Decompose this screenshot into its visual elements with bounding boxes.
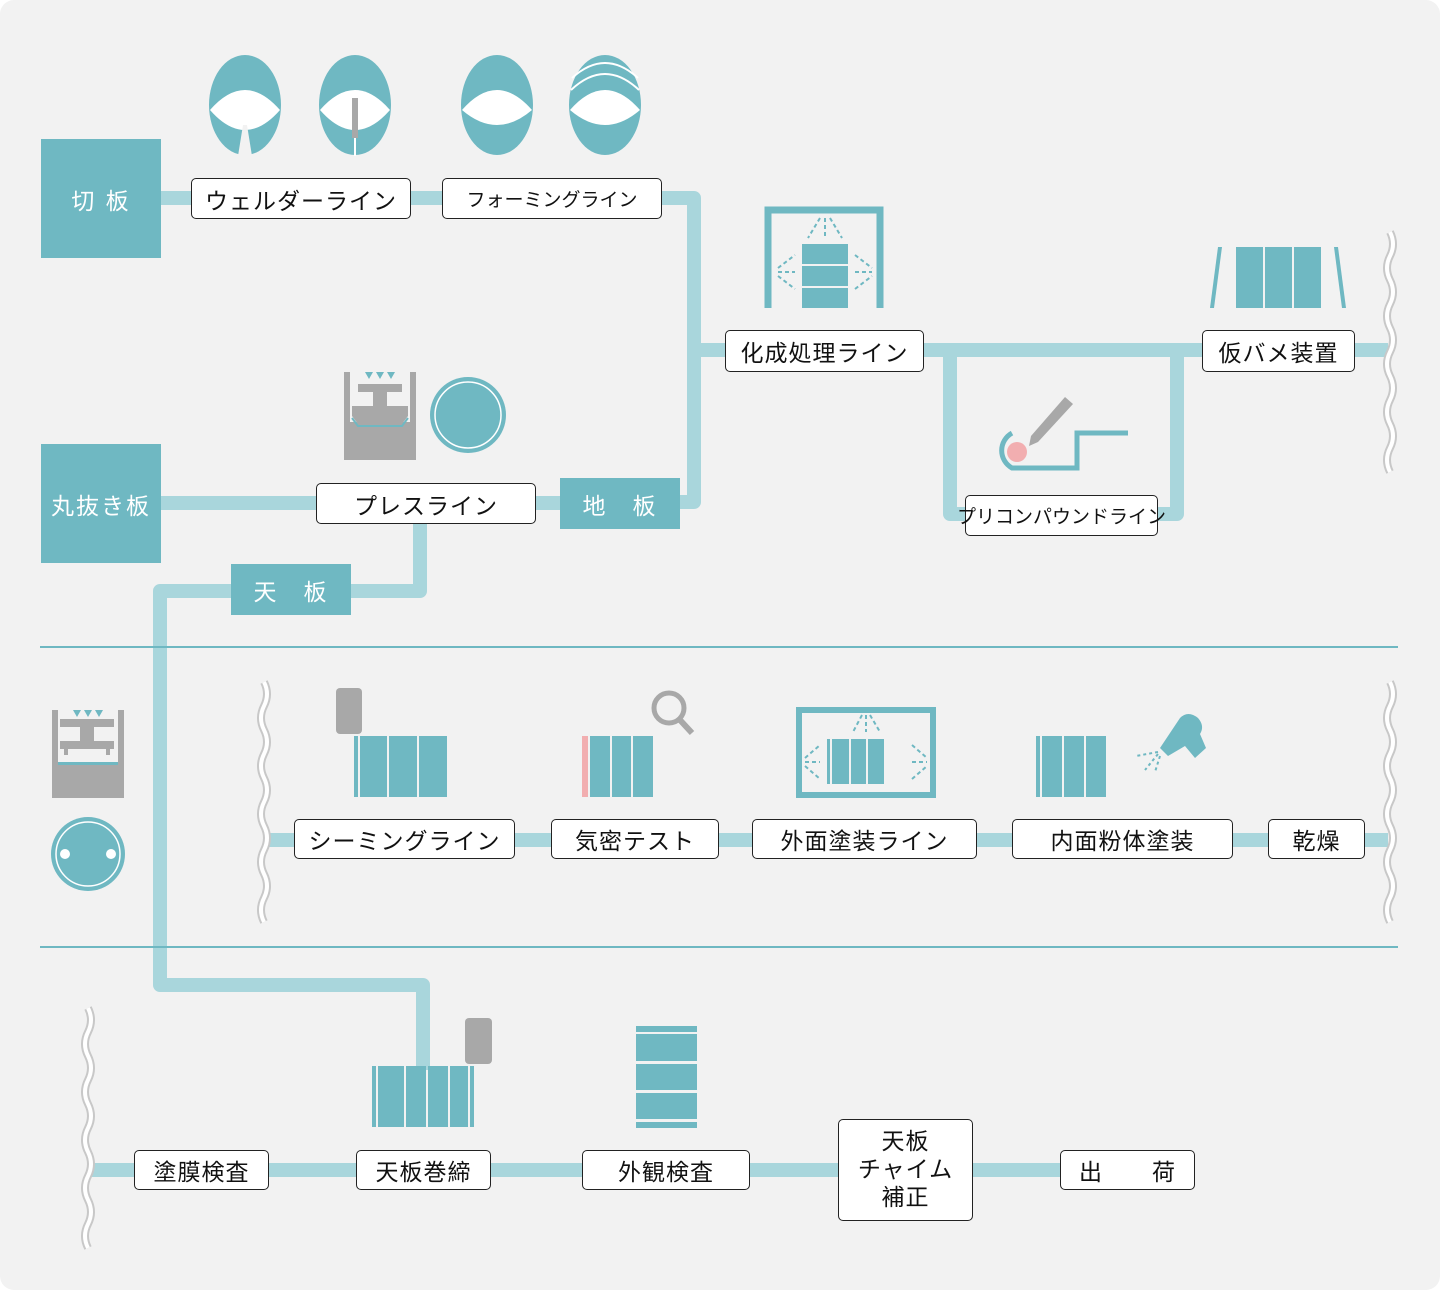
process-airtight-test[interactable]: 気密テスト xyxy=(551,819,719,859)
process-welder-line[interactable]: ウェルダーライン xyxy=(191,178,411,219)
spray-gun-icon xyxy=(1135,714,1206,773)
seamer-roll-icon xyxy=(336,688,362,734)
forming-can-icon xyxy=(461,55,533,155)
chemical-booth-icon xyxy=(764,206,884,308)
process-visual-inspection[interactable]: 外観検査 xyxy=(582,1150,750,1190)
press-machine-icon xyxy=(344,372,416,460)
chime-correction-line-2: チャイム xyxy=(857,1157,954,1183)
round-plate-icon xyxy=(430,377,506,453)
process-compound-line[interactable]: プリコンパウンドライン xyxy=(957,495,1166,536)
shipping-char-2: 荷 xyxy=(1152,1160,1176,1186)
pipe-cut-to-forming xyxy=(160,191,701,509)
seamer-roll-icon xyxy=(465,1018,492,1064)
powder-drum-icon xyxy=(1036,736,1106,797)
drum-icon xyxy=(636,1026,697,1128)
round-plate-holes-icon xyxy=(51,817,125,891)
process-chime-correction[interactable]: 天板 チャイム 補正 xyxy=(838,1119,973,1221)
coating-booth-icon xyxy=(796,707,936,798)
chime-correction-line-3: 補正 xyxy=(881,1185,930,1211)
process-drying[interactable]: 乾燥 xyxy=(1268,819,1365,859)
pipe-press-to-top xyxy=(153,520,430,1070)
process-exterior-coating-line[interactable]: 外面塗装ライン xyxy=(752,819,977,859)
process-temp-fitting-device[interactable]: 仮バメ装置 xyxy=(1202,330,1355,372)
process-top-seaming[interactable]: 天板巻締 xyxy=(356,1150,491,1190)
temp-fitting-icon xyxy=(1210,247,1346,308)
material-bottom-plate: 地 板 xyxy=(560,478,680,529)
forming-can-stacked-icon xyxy=(569,55,641,155)
seaming-drum-icon xyxy=(354,736,447,797)
material-top-plate: 天 板 xyxy=(231,564,351,615)
process-press-line[interactable]: プレスライン xyxy=(316,483,536,524)
material-round-blank: 丸抜き板 xyxy=(41,444,161,563)
magnifier-icon xyxy=(651,690,695,736)
process-chemical-treatment-line[interactable]: 化成処理ライン xyxy=(725,330,924,372)
process-interior-powder-coating[interactable]: 内面粉体塗装 xyxy=(1012,819,1233,859)
process-coating-inspection[interactable]: 塗膜検査 xyxy=(134,1150,269,1190)
process-forming-line[interactable]: フォーミングライン xyxy=(442,178,662,219)
chime-correction-line-1: 天板 xyxy=(881,1129,930,1155)
press-machine-icon xyxy=(52,710,124,798)
shipping-char-1: 出 xyxy=(1079,1160,1103,1186)
material-cut-plate: 切 板 xyxy=(41,139,161,258)
top-seam-drum-icon xyxy=(372,1066,474,1127)
process-seaming-line[interactable]: シーミングライン xyxy=(294,819,515,859)
process-shipping[interactable]: 出 荷 xyxy=(1060,1150,1195,1190)
pipe-compound-loop xyxy=(943,350,1184,521)
compound-applicator-icon xyxy=(999,397,1128,471)
welder-can-open-icon xyxy=(209,55,281,156)
airtight-drum-icon xyxy=(582,736,653,797)
welder-can-weld-icon xyxy=(319,55,391,156)
